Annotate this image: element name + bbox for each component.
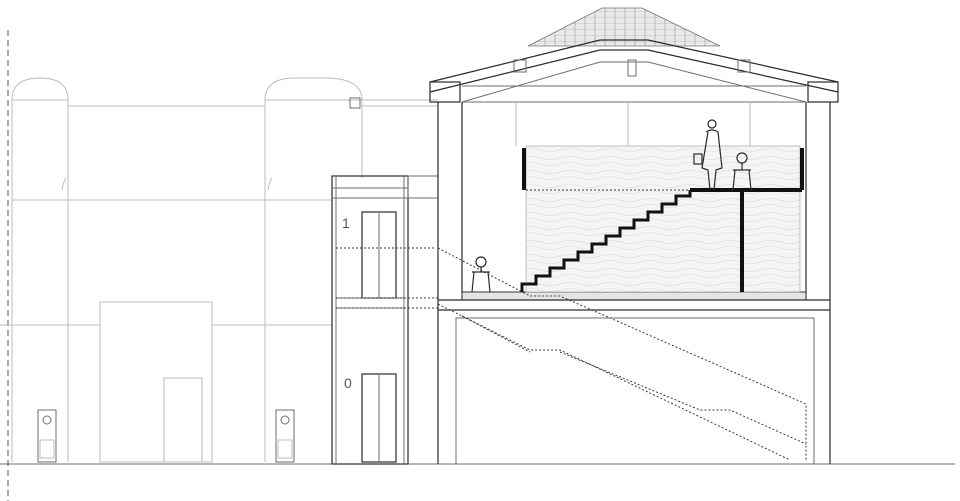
wood-panel: [525, 145, 801, 293]
floor-label-ground: 0: [344, 375, 352, 391]
stool-upper: [732, 152, 752, 191]
stool-lower: [471, 256, 491, 293]
staircase-section: [520, 190, 692, 292]
background-elevation: [0, 77, 438, 463]
roof-tiles: [527, 7, 721, 47]
elevator-door-lower: [361, 373, 397, 463]
floor-slab: [461, 291, 807, 301]
elevator-door-upper: [361, 211, 397, 299]
elevator-tower: 1 0: [331, 175, 440, 465]
floor-label-upper: 1: [342, 215, 350, 231]
machine-left: [37, 409, 57, 463]
person-figure: [693, 119, 723, 191]
machine-right: [275, 409, 295, 463]
main-building-section: [429, 7, 839, 465]
